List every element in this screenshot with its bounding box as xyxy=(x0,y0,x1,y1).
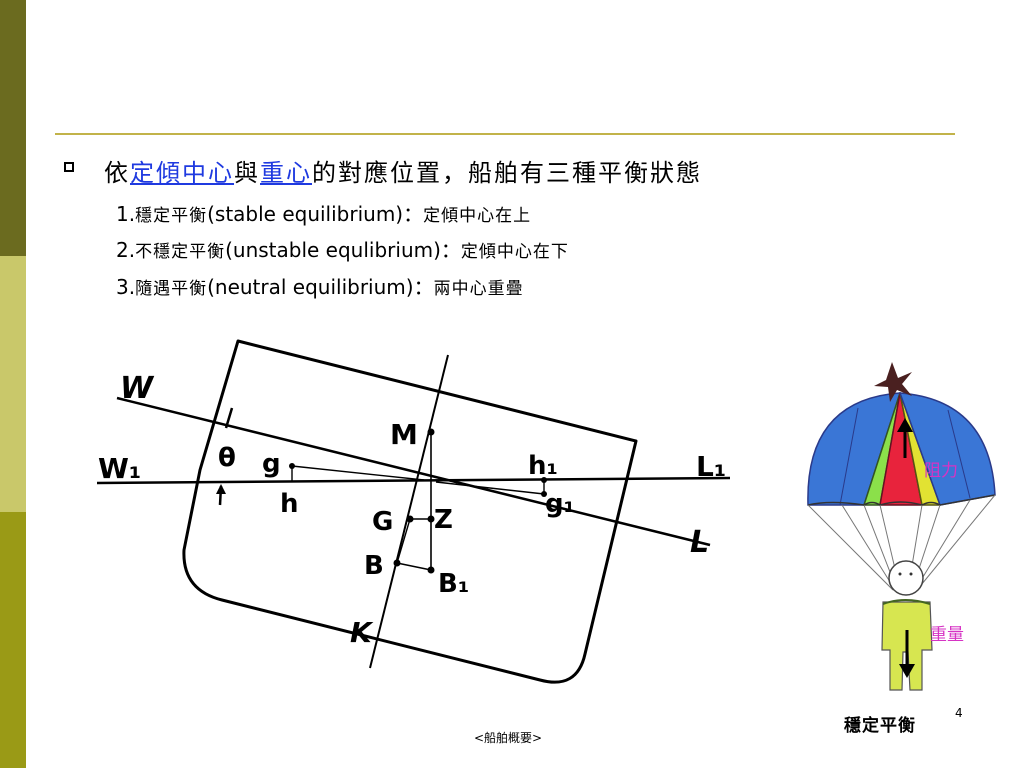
label-k: K xyxy=(350,616,374,649)
bullet-prefix: 依 xyxy=(104,159,130,187)
sub-item-unstable: 2.不穩定平衡(unstable equlibrium)：定傾中心在下 xyxy=(116,234,569,263)
label-b1: B₁ xyxy=(438,569,469,599)
footer-text: <船舶概要> xyxy=(474,731,543,745)
theta-arrow-icon xyxy=(216,484,226,494)
label-g: g xyxy=(262,449,281,479)
label-z: Z xyxy=(434,505,453,535)
point-b xyxy=(393,559,401,567)
weight-label: 重量 xyxy=(930,625,964,645)
resistance-arrowhead-icon xyxy=(897,418,913,432)
waterline-w1l1 xyxy=(96,476,731,485)
side-band-top xyxy=(0,0,26,256)
theta-tick-top xyxy=(224,407,234,429)
point-g1-small xyxy=(541,491,547,497)
label-w: W xyxy=(120,371,155,406)
person-head xyxy=(888,560,924,596)
bb1-line xyxy=(396,562,432,571)
item-description: 定傾中心在上 xyxy=(423,206,532,226)
wedge-g-line xyxy=(291,465,425,481)
term-center-of-gravity-link[interactable]: 重心 xyxy=(260,159,312,187)
sub-item-stable: 1.穩定平衡(stable equilibrium)：定傾中心在上 xyxy=(116,198,531,227)
label-m: M xyxy=(390,418,418,451)
item-number: 2. xyxy=(116,238,136,262)
item-description: 兩中心重疊 xyxy=(433,279,524,299)
item-english: (neutral equilibrium)： xyxy=(207,275,434,299)
weight-arrowhead-icon xyxy=(899,664,915,678)
centerline xyxy=(369,354,449,669)
side-band-bottom xyxy=(0,512,26,768)
item-number: 3. xyxy=(116,275,136,299)
sub-item-neutral: 3.隨遇平衡(neutral equilibrium)：兩中心重疊 xyxy=(116,271,524,300)
point-z xyxy=(427,515,435,523)
resistance-label: 阻力 xyxy=(924,461,958,481)
gb-line xyxy=(396,518,411,564)
star-icon xyxy=(874,362,912,402)
label-g-center: G xyxy=(372,507,393,537)
label-g1: g₁ xyxy=(545,489,575,519)
item-english: (unstable equlibrium)： xyxy=(225,238,461,262)
main-bullet: 依定傾中心與重心的對應位置，船舶有三種平衡狀態 xyxy=(104,153,702,188)
bullet-suffix: 的對應位置，船舶有三種平衡狀態 xyxy=(312,159,702,187)
item-number: 1. xyxy=(116,202,136,226)
bullet-conjunction: 與 xyxy=(234,159,260,187)
parachute-caption: 穩定平衡 xyxy=(844,716,916,736)
square-bullet-icon xyxy=(64,162,74,172)
point-b1 xyxy=(427,566,435,574)
label-l1: L₁ xyxy=(696,450,726,483)
waterline-wl xyxy=(116,396,711,547)
label-l: L xyxy=(690,525,709,560)
page-number: 4 xyxy=(955,706,963,720)
hull-outline xyxy=(182,339,638,684)
point-g-small xyxy=(289,463,295,469)
point-m xyxy=(427,428,435,436)
item-name: 穩定平衡 xyxy=(135,206,208,226)
wedge-g1-line xyxy=(435,481,545,495)
term-metacenter-link[interactable]: 定傾中心 xyxy=(130,159,234,187)
parachute-illustration xyxy=(807,362,996,691)
item-name: 不穩定平衡 xyxy=(135,242,226,262)
item-name: 隨遇平衡 xyxy=(135,279,208,299)
title-rule xyxy=(55,133,955,135)
label-theta: θ xyxy=(218,443,236,473)
item-description: 定傾中心在下 xyxy=(460,242,569,262)
point-h1-small xyxy=(541,477,547,483)
item-english: (stable equilibrium)： xyxy=(207,202,424,226)
label-w1: W₁ xyxy=(98,452,141,485)
side-band-middle xyxy=(0,256,26,512)
label-b: B xyxy=(364,551,384,581)
label-h: h xyxy=(280,489,299,519)
point-g xyxy=(406,515,414,523)
label-h1: h₁ xyxy=(528,451,558,481)
